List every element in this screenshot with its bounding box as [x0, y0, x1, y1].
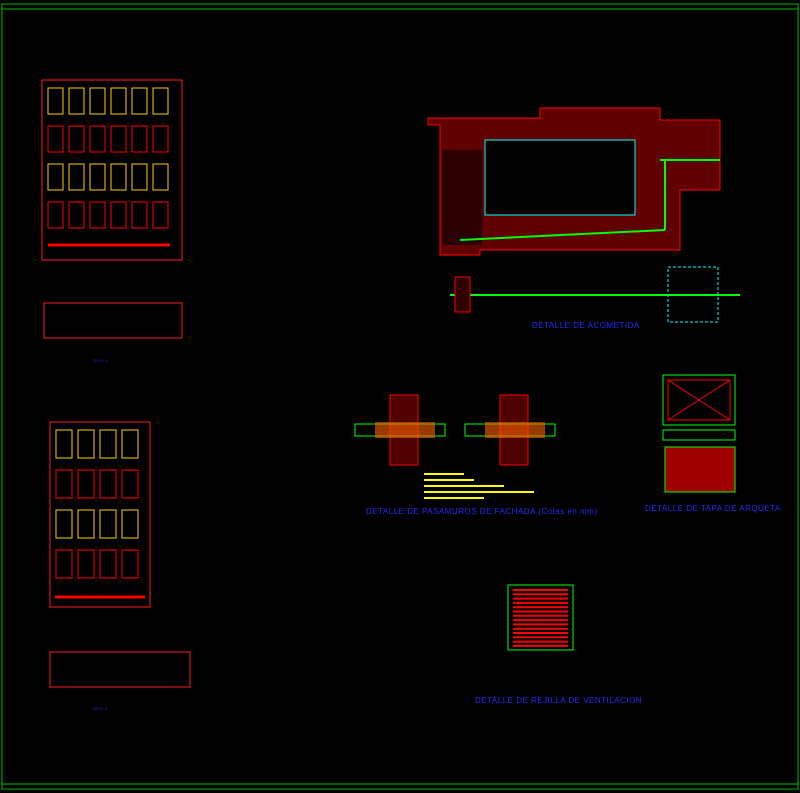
meter-unit	[152, 87, 169, 115]
meter-unit	[121, 549, 139, 579]
meter-unit	[47, 163, 64, 191]
meter-unit	[152, 125, 169, 153]
meter-unit	[68, 201, 85, 229]
meter-unit	[110, 87, 127, 115]
meter-unit	[110, 201, 127, 229]
meter-battery-type-2	[49, 421, 191, 688]
meter-unit	[47, 201, 64, 229]
meter-unit	[152, 163, 169, 191]
meter-unit	[77, 429, 95, 459]
meter-unit	[55, 429, 73, 459]
type-2-label: TIPO 2	[92, 706, 108, 711]
meter-unit	[131, 87, 148, 115]
meter-unit	[77, 549, 95, 579]
meter-unit	[68, 125, 85, 153]
meter-unit	[55, 509, 73, 539]
meter-unit	[89, 125, 106, 153]
meter-unit	[68, 87, 85, 115]
meter-unit	[55, 469, 73, 499]
pasamuros-detail	[354, 394, 556, 499]
tapa-title: DETALLE DE TAPA DE ARQUETA	[645, 504, 781, 513]
acometida-detail	[427, 107, 740, 323]
meter-unit	[99, 469, 117, 499]
meter-unit	[89, 163, 106, 191]
meter-unit	[99, 549, 117, 579]
drawing-frame	[1, 3, 799, 790]
meter-unit	[110, 125, 127, 153]
meter-unit	[89, 201, 106, 229]
meter-unit	[152, 201, 169, 229]
meter-unit	[121, 429, 139, 459]
pasamuros-title: DETALLE DE PASAMUROS DE FACHADA (Cotas e…	[366, 507, 598, 516]
type-1-label: TIPO 1	[92, 358, 108, 363]
meter-unit	[131, 163, 148, 191]
rejilla-title: DETALLE DE REJILLA DE VENTILACION	[475, 696, 643, 705]
meter-battery-type-1	[41, 79, 183, 339]
rejilla-detail	[507, 584, 574, 651]
tapa-arqueta-detail	[662, 374, 736, 493]
meter-unit	[77, 509, 95, 539]
meter-unit	[68, 163, 85, 191]
meter-unit	[131, 201, 148, 229]
meter-unit	[47, 87, 64, 115]
meter-unit	[110, 163, 127, 191]
meter-unit	[121, 509, 139, 539]
meter-unit	[99, 429, 117, 459]
meter-unit	[99, 509, 117, 539]
meter-unit	[121, 469, 139, 499]
meter-unit	[89, 87, 106, 115]
meter-unit	[77, 469, 95, 499]
acometida-title: DETALLE DE ACOMETIDA	[532, 321, 640, 330]
meter-unit	[131, 125, 148, 153]
meter-unit	[55, 549, 73, 579]
meter-unit	[47, 125, 64, 153]
